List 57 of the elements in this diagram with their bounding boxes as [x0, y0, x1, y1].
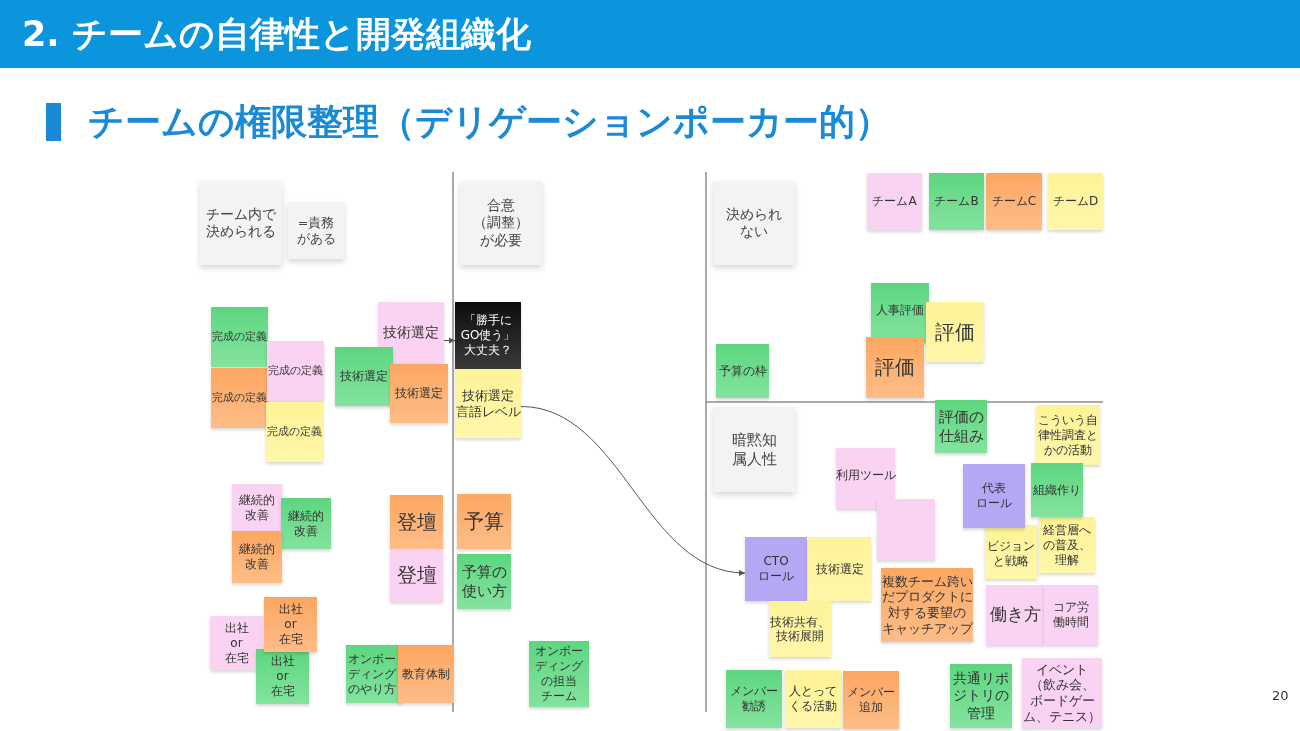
- sticky-note: 技術選定: [378, 302, 444, 363]
- sticky-note: 継続的改善: [232, 484, 282, 532]
- sticky-note: 継続的改善: [232, 531, 282, 583]
- sticky-note: 技術選定: [335, 347, 393, 406]
- sticky-note: 評価の仕組み: [935, 400, 987, 453]
- sticky-note: チームC: [986, 173, 1042, 230]
- sticky-note: 技術選定: [808, 537, 871, 601]
- sticky-note: チームD: [1048, 173, 1103, 230]
- sticky-note: 組織作り: [1031, 463, 1083, 517]
- sticky-note: コア労働時間: [1044, 585, 1098, 645]
- sticky-note: 完成の定義: [266, 402, 323, 462]
- sticky-note: 教育体制: [398, 645, 454, 703]
- sticky-note: 暗黙知属人性: [713, 407, 795, 492]
- sticky-note: 決められない: [713, 181, 795, 265]
- slide-title: 2. チームの自律性と開発組織化: [22, 13, 531, 56]
- sticky-note: オンボーディングの担当チーム: [529, 641, 589, 707]
- sticky-note: 予算の枠: [716, 344, 769, 398]
- sticky-note: チーム内で決められる: [200, 181, 282, 265]
- sticky-note: 完成の定義: [211, 307, 268, 367]
- page-number: 20: [1272, 688, 1289, 703]
- sticky-note: 継続的改善: [281, 498, 331, 549]
- sticky-note: 予算: [457, 494, 511, 549]
- sticky-note: 人とってくる活動: [785, 670, 841, 728]
- sticky-note: 出社 or 在宅: [256, 649, 309, 704]
- sticky-note: 技術選定: [390, 364, 448, 423]
- sticky-note: 合意（調整）が必要: [460, 181, 542, 265]
- sticky-note: 代表ロール: [963, 464, 1025, 528]
- sticky-note: 複数チーム跨いだプロダクトに対する要望のキャッチアップ: [881, 568, 973, 642]
- sticky-note: 利用ツール: [836, 448, 895, 509]
- sticky-note: ビジョンと戦略: [985, 525, 1037, 579]
- sticky-note: 働き方: [986, 585, 1044, 645]
- sticky-note: 出社 or 在宅: [264, 597, 317, 652]
- sticky-note: 登壇: [390, 549, 443, 602]
- sticky-note: メンバー追加: [843, 671, 899, 729]
- sticky-note: 予算の使い方: [457, 554, 511, 609]
- sticky-note: こういう自律性調査とかの活動: [1036, 405, 1100, 465]
- sticky-note: 評価: [926, 302, 984, 362]
- sticky-note: [877, 499, 935, 560]
- sticky-note: 出社 or 在宅: [210, 616, 263, 670]
- sticky-note: 共通リポジトリの管理: [950, 664, 1012, 728]
- sticky-note: 評価: [866, 337, 924, 398]
- sticky-note: =責務がある: [288, 202, 344, 259]
- sticky-note: 技術共有、技術展開: [769, 601, 831, 657]
- sticky-note: チームB: [929, 173, 984, 230]
- sticky-note: 完成の定義: [211, 368, 268, 428]
- sticky-note: 登壇: [390, 495, 443, 549]
- sticky-note: 「勝手にGO使う」大丈夫？: [455, 302, 521, 369]
- sticky-note: メンバー勧誘: [726, 670, 782, 728]
- sticky-note: 技術選定言語レベル: [455, 369, 521, 438]
- arrow: [520, 406, 746, 576]
- sticky-note: CTOロール: [745, 537, 807, 601]
- sticky-note: チームA: [867, 173, 922, 230]
- sticky-note: イベント（飲み会、ボードゲーム、テニス）: [1022, 658, 1102, 728]
- arrow: [443, 337, 456, 344]
- sticky-note: 完成の定義: [267, 341, 324, 401]
- sticky-note: 経営層への普及、理解: [1039, 517, 1095, 573]
- section-heading: チームの権限整理（デリゲーションポーカー的）: [88, 100, 891, 144]
